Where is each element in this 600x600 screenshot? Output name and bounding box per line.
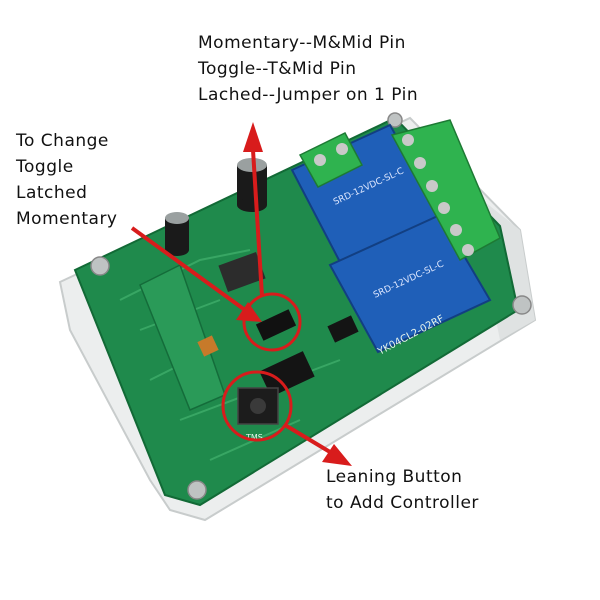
ic-chip xyxy=(259,351,315,397)
mounting-hole xyxy=(90,256,110,276)
relay-2: SRD-12VDC-SL-C xyxy=(328,213,492,354)
jumper-header xyxy=(255,309,297,341)
annotation-change-mode: To Change Toggle Latched Momentary xyxy=(16,128,118,232)
arrow-from-left-label xyxy=(130,226,262,322)
mounting-hole xyxy=(387,112,403,128)
highlight-circle-jumper xyxy=(242,292,302,352)
learning-button-cap xyxy=(250,398,266,414)
mounting-hole xyxy=(187,480,207,500)
capacitor xyxy=(165,212,189,256)
annotation-line: Momentary xyxy=(16,209,118,229)
ic-chip xyxy=(327,315,359,343)
annotation-learning-button: Leaning Button to Add Controller xyxy=(326,464,479,516)
annotation-line: to Add Controller xyxy=(326,493,479,513)
arrow-to-top-label xyxy=(243,122,264,297)
terminal-block-outputs xyxy=(390,119,501,262)
rf-coil xyxy=(197,335,219,357)
annotation-line: To Change xyxy=(16,131,109,151)
arrow-to-bottom-label xyxy=(283,423,352,466)
annotation-line: Toggle--T&Mid Pin xyxy=(198,59,357,79)
annotation-line: Latched xyxy=(16,183,88,203)
inductor-coil xyxy=(218,252,266,292)
annotation-line: Toggle xyxy=(16,157,74,177)
annotation-line: Momentary--M&Mid Pin xyxy=(198,33,406,53)
annotation-line: Leaning Button xyxy=(326,467,463,487)
button-marking: TMS xyxy=(245,433,263,442)
highlight-circle-button xyxy=(221,370,293,442)
terminal-block-power xyxy=(298,132,364,188)
mounting-hole xyxy=(512,295,532,315)
annotation-jumper-modes: Momentary--M&Mid Pin Toggle--T&Mid Pin L… xyxy=(198,30,418,108)
annotation-line: Lached--Jumper on 1 Pin xyxy=(198,85,419,105)
